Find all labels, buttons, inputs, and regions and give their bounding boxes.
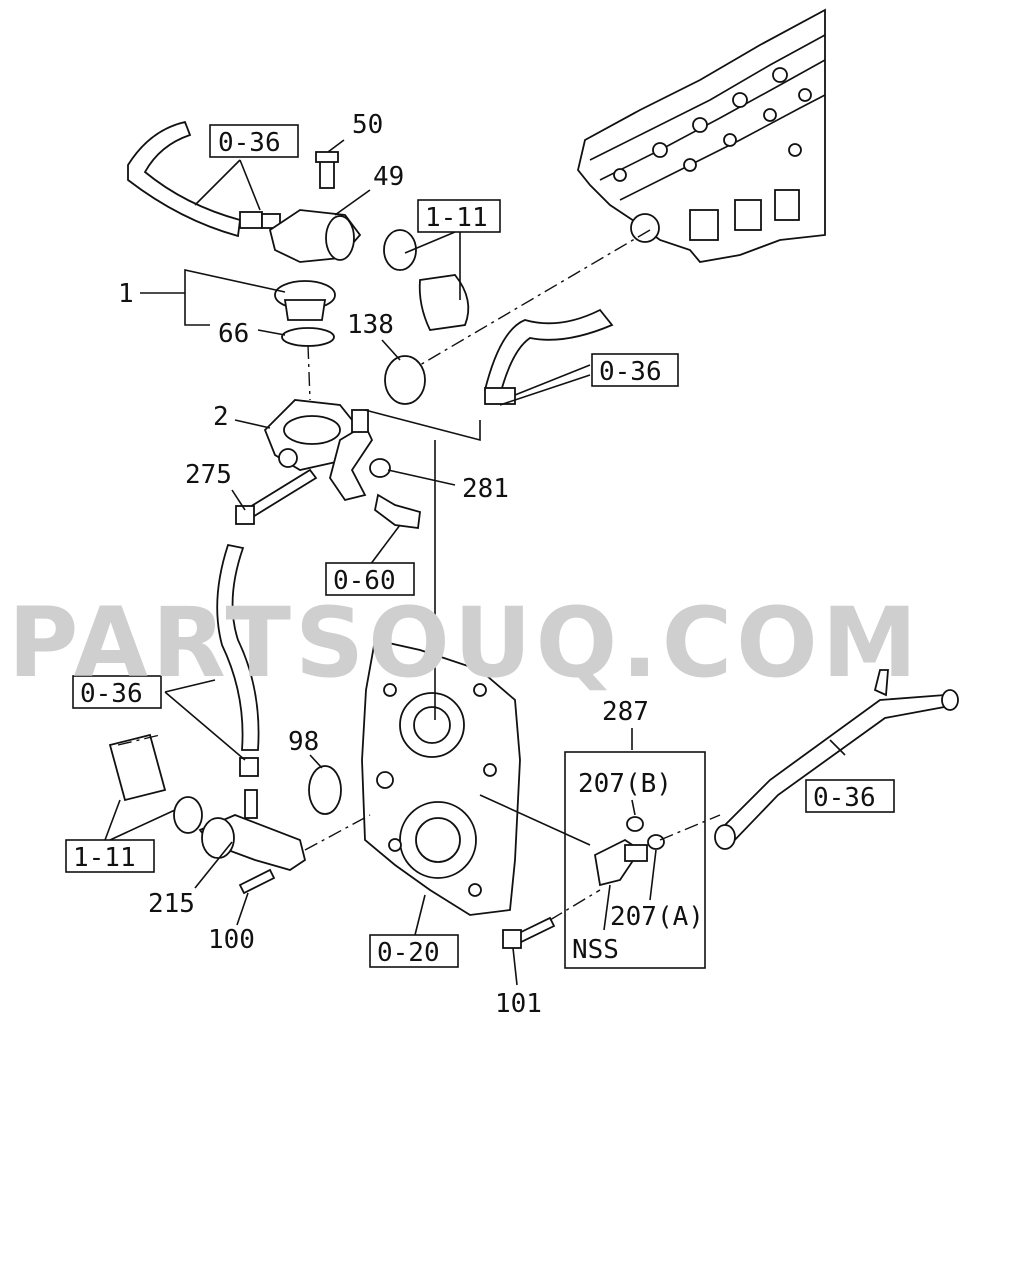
- o-ring-281: [369, 458, 391, 478]
- pipe-end-right: [941, 689, 959, 711]
- front-cover: [361, 638, 521, 916]
- ref-box-0-36-top: 0-36: [209, 124, 299, 158]
- o-ring-138: [384, 355, 426, 405]
- hose-clamp: [383, 229, 417, 271]
- case-nipple: [351, 409, 369, 433]
- o-ring-98: [308, 765, 342, 815]
- callout-66: 66: [218, 319, 249, 349]
- long-water-pipe: [718, 694, 957, 847]
- callout-100: 100: [208, 925, 255, 955]
- ref-box-0-60: 0-60: [325, 562, 415, 596]
- watermark: PARTSOUQ.COM: [8, 587, 921, 699]
- callout-207a: 207(A): [610, 902, 704, 932]
- hose-joint: [239, 757, 259, 777]
- svg-text:0-60: 0-60: [333, 566, 396, 596]
- pipe-end-left: [714, 824, 736, 850]
- ref-box-1-11-top: 1-11: [417, 199, 501, 233]
- hose-fitting: [484, 387, 516, 405]
- bolt-275: [243, 468, 318, 520]
- ref-box-0-36-bottom-right: 0-36: [805, 779, 895, 813]
- callout-215: 215: [148, 889, 195, 919]
- housing-outlet: [325, 215, 355, 261]
- ref-box-0-36-right: 0-36: [591, 353, 679, 387]
- callout-101: 101: [495, 989, 542, 1019]
- lower-left-hose: [216, 543, 260, 751]
- hose-clip: [239, 211, 263, 229]
- svg-text:1-11: 1-11: [73, 843, 136, 873]
- pipe-nipple: [244, 789, 258, 819]
- bolt-100: [238, 868, 276, 895]
- pipe-bracket: [873, 669, 889, 697]
- pipe-nut: [624, 844, 648, 862]
- leader-lines: [104, 139, 846, 986]
- callout-50: 50: [352, 110, 383, 140]
- centerline-pipe: [304, 814, 371, 851]
- callout-138: 138: [347, 310, 394, 340]
- svg-text:0-36: 0-36: [813, 783, 876, 813]
- svg-text:0-36: 0-36: [80, 679, 143, 709]
- upper-bypass-hose: [127, 120, 241, 238]
- callout-2: 2: [213, 402, 229, 432]
- callout-281: 281: [462, 474, 509, 504]
- centerline-thermostat: [307, 344, 311, 401]
- callout-275: 275: [185, 460, 232, 490]
- centerline-bolt101: [549, 889, 601, 921]
- centerline-head: [419, 229, 651, 366]
- hose-connector: [261, 213, 281, 229]
- callout-49: 49: [373, 162, 404, 192]
- svg-text:1-11: 1-11: [425, 203, 488, 233]
- ref-box-1-11-bottom: 1-11: [65, 839, 155, 873]
- pipe-inlet: [201, 817, 235, 859]
- thermostat-body: [283, 299, 327, 321]
- centerline-hose: [117, 734, 161, 746]
- o-ring-207a: [647, 834, 665, 850]
- case-boss: [278, 448, 298, 468]
- bolt-50-head: [315, 151, 339, 163]
- upper-right-hose: [483, 308, 614, 397]
- o-ring-207b: [626, 816, 644, 832]
- bolt-101-head: [502, 929, 522, 949]
- callout-98: 98: [288, 727, 319, 757]
- callout-207b: 207(B): [578, 769, 672, 799]
- svg-text:0-36: 0-36: [218, 128, 281, 158]
- gasket-66: [281, 327, 335, 347]
- short-hose-1-11: [108, 733, 167, 802]
- cylinder-head: [577, 8, 826, 263]
- case-opening: [283, 415, 341, 445]
- callout-nss: NSS: [572, 935, 619, 965]
- svg-text:0-20: 0-20: [377, 938, 440, 968]
- short-hose-clamp: [173, 796, 203, 834]
- svg-text:0-36: 0-36: [599, 357, 662, 387]
- centerline-longpipe: [659, 814, 721, 841]
- callout-287: 287: [602, 697, 649, 727]
- kit-box-287: [564, 751, 706, 969]
- temperature-sensor: [374, 493, 421, 530]
- outlet-hose-1-11: [418, 274, 470, 331]
- ref-box-0-36-left: 0-36: [72, 675, 162, 709]
- callout-1: 1: [118, 279, 134, 309]
- ref-box-0-20: 0-20: [369, 934, 459, 968]
- bolt-275-head: [235, 505, 255, 525]
